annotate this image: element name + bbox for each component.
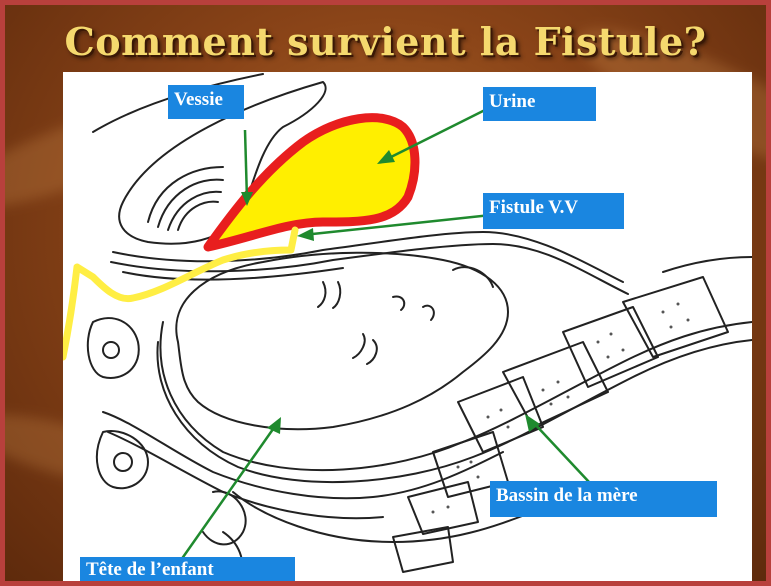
label-fistule: Fistule V.V (483, 193, 624, 229)
arrow-tete (181, 422, 278, 560)
sacrum-vertebrae (393, 257, 752, 572)
label-vessie: Vessie (168, 85, 244, 119)
slide-title: Comment survient la Fistule? (5, 19, 766, 64)
label-urine: Urine (483, 87, 596, 121)
arrow-vessie (245, 130, 247, 200)
fistula-path (63, 230, 295, 357)
label-bassin: Bassin de la mère (490, 481, 717, 517)
arrow-bassin (531, 420, 589, 482)
slide: Comment survient la Fistule? (5, 5, 766, 581)
label-tete: Tête de l’enfant (80, 557, 295, 581)
